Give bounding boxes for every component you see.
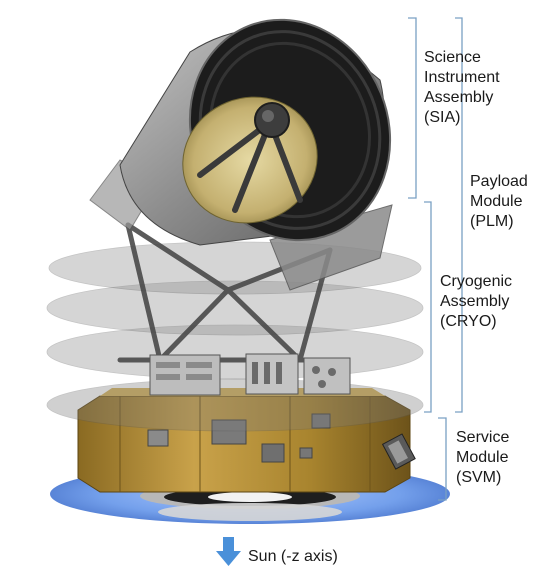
label-plm-line-2: Module [470, 193, 523, 210]
label-sia-line-4: (SIA) [424, 109, 461, 126]
label-cryo: Cryogenic Assembly (CRYO) [440, 272, 512, 332]
label-svm-line-2: Module [456, 449, 509, 466]
label-sia-line-3: Assembly [424, 89, 494, 106]
science-instrument-assembly [89, 18, 393, 291]
label-svm: Service Module (SVM) [456, 428, 509, 488]
label-plm-line-1: Payload [470, 173, 528, 190]
bracket-cryo [424, 201, 432, 413]
bracket-svm [438, 417, 447, 501]
label-sia-line-1: Science [424, 49, 481, 66]
label-sun-axis: Sun (-z axis) [248, 548, 338, 565]
label-svm-line-3: (SVM) [456, 469, 502, 486]
label-plm: Payload Module (PLM) [470, 172, 528, 232]
bracket-sia [408, 17, 417, 199]
label-cryo-line-3: (CRYO) [440, 313, 497, 330]
sun-direction-arrow [216, 537, 241, 566]
label-plm-line-3: (PLM) [470, 213, 514, 230]
label-sia: Science Instrument Assembly (SIA) [424, 48, 500, 128]
label-cryo-line-2: Assembly [440, 293, 510, 310]
bracket-plm [455, 17, 463, 413]
label-cryo-line-1: Cryogenic [440, 273, 513, 290]
label-sia-line-2: Instrument [424, 69, 500, 86]
label-svm-line-1: Service [456, 429, 510, 446]
